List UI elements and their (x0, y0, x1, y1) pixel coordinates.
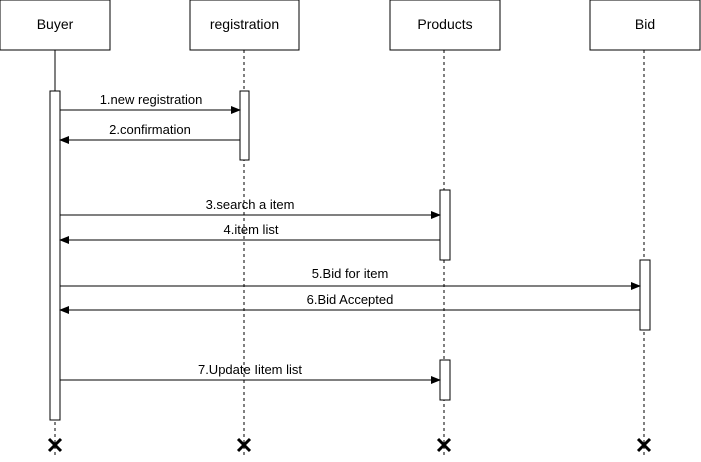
message-4-label: 4.item list (224, 222, 279, 237)
activation-products-2 (439, 359, 451, 401)
message-3[interactable]: 3.search a item (60, 197, 441, 219)
participant-bid-label: Bid (635, 16, 655, 32)
participant-buyer[interactable]: Buyer (0, 0, 111, 51)
message-1-label: 1.new registration (100, 92, 203, 107)
participant-registration-label: registration (210, 16, 279, 32)
message-5-label: 5.Bid for item (312, 266, 389, 281)
destroy-buyer-icon (47, 437, 63, 453)
message-4[interactable]: 4.item list (59, 222, 440, 244)
destroy-bid-icon (636, 437, 652, 453)
message-7-label: 7.Update Iitem list (198, 362, 302, 377)
message-1[interactable]: 1.new registration (60, 92, 241, 114)
message-2[interactable]: 2.confirmation (59, 122, 240, 144)
participant-products-label: Products (417, 16, 472, 32)
destroy-registration-icon (236, 437, 252, 453)
message-6[interactable]: 6.Bid Accepted (59, 292, 640, 314)
participant-registration[interactable]: registration (189, 0, 300, 51)
participant-buyer-label: Buyer (37, 16, 74, 32)
message-7[interactable]: 7.Update Iitem list (60, 362, 441, 384)
message-6-label: 6.Bid Accepted (307, 292, 394, 307)
destroy-products-icon (436, 437, 452, 453)
message-2-label: 2.confirmation (109, 122, 191, 137)
activation-registration (239, 90, 250, 161)
message-5[interactable]: 5.Bid for item (60, 266, 641, 290)
message-3-label: 3.search a item (206, 197, 295, 212)
participant-bid[interactable]: Bid (589, 0, 701, 51)
participant-products[interactable]: Products (389, 0, 501, 51)
activation-buyer (49, 90, 61, 421)
activation-products-1 (439, 189, 451, 261)
activation-bid (639, 259, 651, 331)
